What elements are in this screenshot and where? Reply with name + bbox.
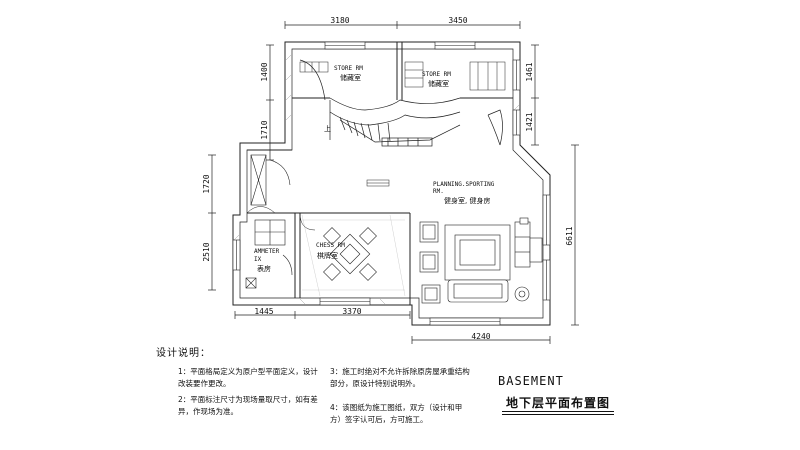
design-note-3: 3：施工时绝对不允许拆除原房屋承重结构部分，原设计特别说明外。	[330, 367, 470, 388]
planning-sporting-label-2: RM.	[433, 188, 444, 195]
design-notes-title: 设计说明：	[156, 348, 211, 359]
dimension-markers	[366, 179, 390, 187]
dim-bottom-3: 4240	[471, 332, 490, 341]
chess-table-set	[323, 227, 377, 281]
title-underline-2	[502, 414, 614, 415]
dim-left-1: 1400	[260, 62, 269, 81]
design-note-2: 2：平面标注尺寸为现场量取尺寸，如有差异，作现场为准。	[178, 395, 318, 416]
chess-room-floor-pattern	[301, 214, 406, 297]
dimension-lines	[208, 21, 579, 344]
lounge-furniture	[419, 217, 543, 304]
utility-rooms	[245, 154, 293, 289]
drawing-title-en: BASEMENT	[498, 374, 564, 388]
interior-walls	[247, 42, 513, 305]
design-note-4: 4：该图纸为施工图纸，双方（设计和甲方）签字认可后，方可施工。	[330, 403, 463, 424]
chess-room-label: CHESS RM	[316, 242, 345, 249]
dim-right-1: 1461	[525, 62, 534, 81]
door-swings	[246, 206, 316, 231]
storage-shelves	[299, 61, 506, 91]
title-underline	[502, 411, 614, 412]
store-room-right-cn: 储藏室	[428, 79, 449, 88]
dim-left-3: 1720	[202, 174, 211, 193]
drawing-title-cn: 地下层平面布置图	[506, 396, 611, 410]
planning-sporting-label: PLANNING.SPORTING	[433, 181, 495, 188]
planning-sporting-cn: 健身室, 健身房	[444, 196, 490, 205]
ammeter-room-label: AMMETER	[254, 248, 280, 255]
design-notes: 设计说明： 1：平面格局定义为原户型平面定义，设计改装要作更改。 2：平面标注尺…	[152, 344, 472, 444]
design-note-1: 1：平面格局定义为原户型平面定义，设计改装要作更改。	[178, 367, 318, 388]
dim-top-left: 3180	[330, 16, 349, 25]
curved-staircase	[299, 59, 503, 147]
ammeter-room-label-2: IX	[254, 256, 262, 263]
stair-up-label: 上	[324, 124, 331, 133]
store-room-right-label: STORE RM	[422, 71, 451, 78]
store-room-left-label: STORE RM	[334, 65, 363, 72]
dim-left-4: 2510	[202, 242, 211, 261]
dim-left-2: 1710	[260, 120, 269, 139]
dim-top-right: 3450	[448, 16, 467, 25]
dim-right-2: 1421	[525, 112, 534, 131]
dim-bottom-2: 3370	[342, 307, 361, 316]
store-room-left-cn: 储藏室	[340, 73, 361, 82]
chess-room-cn: 棋牌室	[317, 251, 338, 260]
dim-bottom-1: 1445	[254, 307, 273, 316]
ammeter-room-cn: 表房	[257, 264, 271, 273]
windows	[232, 41, 551, 326]
dim-right-3: 6611	[565, 226, 574, 245]
